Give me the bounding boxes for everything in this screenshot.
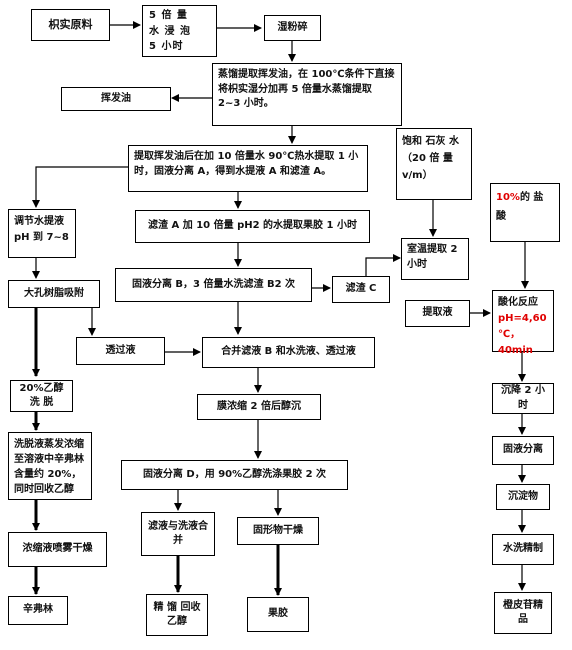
resin-adsorption-label: 大孔树脂吸附 [24,287,84,299]
residue-c-label: 滤渣 C [345,283,377,295]
acidification-conditions: pH=4,60 ℃，40min [498,313,547,356]
ethanol-elution-node: 20%乙醇洗 脱 [10,380,73,412]
hcl-text: 的 盐 酸 [496,192,544,222]
resin-adsorption-node: 大孔树脂吸附 [8,280,100,308]
pectin-node: 果胶 [247,597,309,632]
hcl-node: 10%的 盐 酸 [490,183,560,242]
solid-liquid-sep-b-text: 固液分离 B，3 倍量水洗滤渣 B2 次 [131,278,296,290]
adjust-ph-node: 调节水提液 pH 到 7~8 [8,209,76,258]
lime-water-node: 饱和 石灰 水（20 倍 量 v/m） [396,128,472,200]
evaporate-concentrate-node: 洗脱液蒸发浓缩至溶液中辛弗林含量约 20%，同时回收乙醇 [8,432,92,500]
solid-liquid-sep-d-node: 固液分离 D，用 90%乙醇洗涤果胶 2 次 [121,460,348,490]
volatile-oil-node: 挥发油 [61,87,171,111]
raw-material-label: 枳实原料 [48,18,93,32]
room-temp-extract-text: 室温提取 2 小时 [407,244,458,270]
solid-liquid-sep-label: 固液分离 [503,444,543,456]
synephrine-node: 辛弗林 [8,596,68,625]
steam-distill-node: 蒸馏提取挥发油，在 100℃条件下直接将枳实湿分加再 5 倍量水蒸馏提取 2~3… [212,63,402,126]
residue-c-node: 滤渣 C [332,276,390,303]
merge-filtrate-node: 合并滤液 B 和水洗液、透过液 [202,337,375,368]
water-wash-label: 水洗精制 [503,543,543,555]
solid-liquid-sep-node: 固液分离 [492,436,554,465]
extract-liquid-label: 提取液 [422,307,453,319]
pectin-label: 果胶 [268,608,288,620]
hot-water-extract-text: 提取挥发油后在加 10 倍量水 90℃热水提取 1 小时，固液分离 A，得到水提… [134,151,359,177]
precipitate-node: 沉淀物 [496,484,550,510]
ethanol-recovery-node: 精 馏 回收 乙醇 [146,594,208,636]
merge-filtrate-text: 合并滤液 B 和水洗液、透过液 [221,346,356,358]
acidification-node: 酸化反应 pH=4,60 ℃，40min [492,290,554,356]
settle-node: 沉降 2 小时 [492,383,554,414]
synephrine-label: 辛弗林 [23,604,53,616]
filtrate-merge-text: 滤液与洗液合并 [148,520,208,547]
residue-a-node: 滤渣 A 加 10 倍量 pH2 的水提取果胶 1 小时 [135,210,370,243]
solid-dry-node: 固形物干燥 [237,517,319,545]
wet-crush-label: 湿粉碎 [277,21,308,33]
volatile-oil-label: 挥发油 [101,92,131,104]
settle-label: 沉降 2 小时 [501,385,545,411]
soak-line-2: 水 浸 泡 [149,25,191,37]
ethanol-recovery-text: 精 馏 回收 乙醇 [153,601,201,628]
soak-node: 5 倍 量 水 浸 泡 5 小时 [142,5,217,57]
soak-line-1: 5 倍 量 [149,10,188,21]
membrane-concentrate-label: 膜浓缩 2 倍后醇沉 [217,400,301,412]
solid-liquid-sep-d-text: 固液分离 D，用 90%乙醇洗涤果胶 2 次 [142,468,327,480]
acidification-title: 酸化反应 [498,297,538,308]
hesperidin-node: 橙皮苷精品 [494,592,552,634]
permeate-label: 透过液 [105,344,136,356]
soak-line-3: 5 小时 [149,41,184,52]
spray-dry-label: 浓缩液喷雾干燥 [22,543,93,555]
permeate-node: 透过液 [76,337,165,365]
lime-water-text: 饱和 石灰 水（20 倍 量 v/m） [402,136,459,181]
hesperidin-label: 橙皮苷精品 [503,599,543,626]
steam-distill-text: 蒸馏提取挥发油，在 100℃条件下直接将枳实湿分加再 5 倍量水蒸馏提取 2~3… [218,69,395,109]
spray-dry-node: 浓缩液喷雾干燥 [8,532,107,567]
wet-crush-node: 湿粉碎 [264,15,321,41]
raw-material-node: 枳实原料 [31,9,110,41]
ethanol-elution-label: 20%乙醇洗 脱 [19,382,64,409]
solid-dry-label: 固形物干燥 [253,524,303,536]
adjust-ph-text: 调节水提液 pH 到 7~8 [14,216,69,243]
residue-a-text: 滤渣 A 加 10 倍量 pH2 的水提取果胶 1 小时 [148,220,357,232]
water-wash-node: 水洗精制 [492,534,554,565]
hot-water-extract-node: 提取挥发油后在加 10 倍量水 90℃热水提取 1 小时，固液分离 A，得到水提… [128,145,368,192]
precipitate-label: 沉淀物 [508,490,538,502]
room-temp-extract-node: 室温提取 2 小时 [401,238,469,280]
evaporate-concentrate-text: 洗脱液蒸发浓缩至溶液中辛弗林含量约 20%，同时回收乙醇 [14,439,84,495]
extract-liquid-node: 提取液 [405,300,470,327]
filtrate-merge-node: 滤液与洗液合并 [141,512,215,556]
solid-liquid-sep-b-node: 固液分离 B，3 倍量水洗滤渣 B2 次 [115,268,312,302]
hcl-percent: 10% [496,192,520,203]
membrane-concentrate-node: 膜浓缩 2 倍后醇沉 [197,394,321,420]
